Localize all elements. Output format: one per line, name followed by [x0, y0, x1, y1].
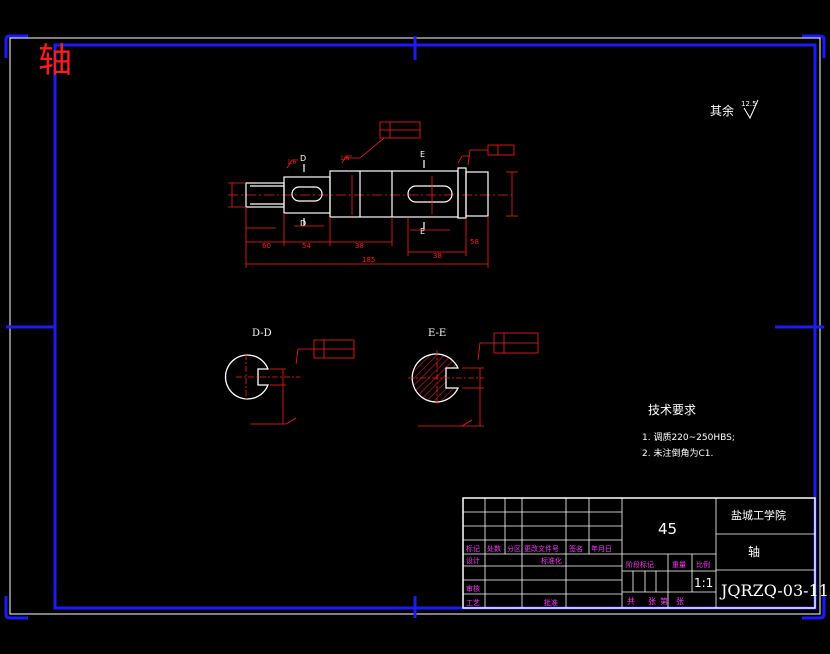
tb-scale: 1:1	[694, 576, 713, 590]
cut-letter-d-top: D	[300, 154, 306, 163]
centering-marks	[6, 36, 824, 618]
section-e-e: E-E	[408, 328, 539, 427]
shaft-collar	[457, 167, 467, 219]
tb-material: 45	[658, 520, 677, 538]
section-d-d: D-D	[224, 328, 355, 425]
shaft-segment-2	[329, 170, 459, 218]
tb-sheet-total-prefix: 共	[627, 597, 635, 606]
tb-sheet-no-prefix: 第	[660, 596, 668, 606]
tech-requirement-2: 2. 未注倒角为C1.	[642, 447, 713, 459]
keyway-2	[407, 185, 453, 203]
cut-letter-e-top: E	[420, 150, 425, 159]
dim-60: 60	[262, 242, 271, 250]
tb-school: 盐城工学院	[731, 508, 786, 522]
tb-standardization: 标准化	[541, 556, 562, 565]
cut-letter-e-bottom: E	[420, 227, 425, 236]
tb-scale-label: 比例	[696, 560, 710, 569]
tech-requirements-heading: 技术要求	[648, 403, 696, 417]
tb-sheet-total-suffix: 张	[648, 597, 656, 606]
tb-header-mark: 标记	[466, 544, 480, 553]
cut-letter-d-bottom: D	[300, 219, 306, 228]
surface-note-label: 其余	[710, 103, 734, 118]
tb-header-date: 年月日	[591, 544, 612, 553]
keyway-1	[291, 186, 323, 202]
tb-stage-mark: 阶段标记	[626, 560, 654, 569]
tb-header-signature: 签名	[569, 544, 583, 553]
shaft-segment-end	[465, 171, 489, 217]
tb-header-zone: 分区	[507, 544, 521, 553]
outer-border	[9, 37, 821, 615]
corner-marks	[4, 34, 826, 620]
inner-frame	[53, 43, 817, 610]
tb-part-name: 轴	[748, 544, 760, 559]
dim-58: 58	[470, 238, 479, 246]
tb-header-change-doc: 更改文件号	[524, 544, 559, 553]
tb-review: 审核	[466, 584, 480, 593]
shaft-main-view: D E D E 1.6 1.6	[228, 121, 518, 268]
tb-sheet-no-suffix: 张	[676, 597, 684, 606]
section-label-d: D-D	[252, 328, 272, 339]
svg-text:1.6: 1.6	[287, 159, 297, 166]
tb-weight: 重量	[672, 561, 686, 569]
tb-approve: 批准	[544, 598, 558, 607]
tb-process: 工艺	[466, 599, 480, 607]
tech-requirement-1: 1. 调质220~250HBS;	[642, 431, 735, 443]
surface-note-roughness: 12.5	[741, 100, 757, 108]
dim-185: 185	[362, 256, 375, 264]
svg-text:1.6: 1.6	[340, 155, 350, 162]
section-d-outline	[224, 354, 269, 400]
dim-38-b: 38	[433, 252, 442, 260]
title-block: 标记 处数 分区 更改文件号 签名 年月日 设计 标准化 审核 工艺 批准 阶段…	[462, 497, 829, 609]
dim-54: 54	[302, 242, 311, 250]
tb-drawing-no: JQRZQ-03-11	[719, 581, 829, 600]
roughness-symbol	[743, 99, 759, 120]
tb-design: 设计	[466, 556, 480, 565]
tb-header-count: 处数	[487, 544, 501, 553]
title-mark: 轴	[38, 41, 72, 81]
section-label-e: E-E	[428, 328, 446, 339]
dim-38-a: 38	[355, 242, 364, 250]
